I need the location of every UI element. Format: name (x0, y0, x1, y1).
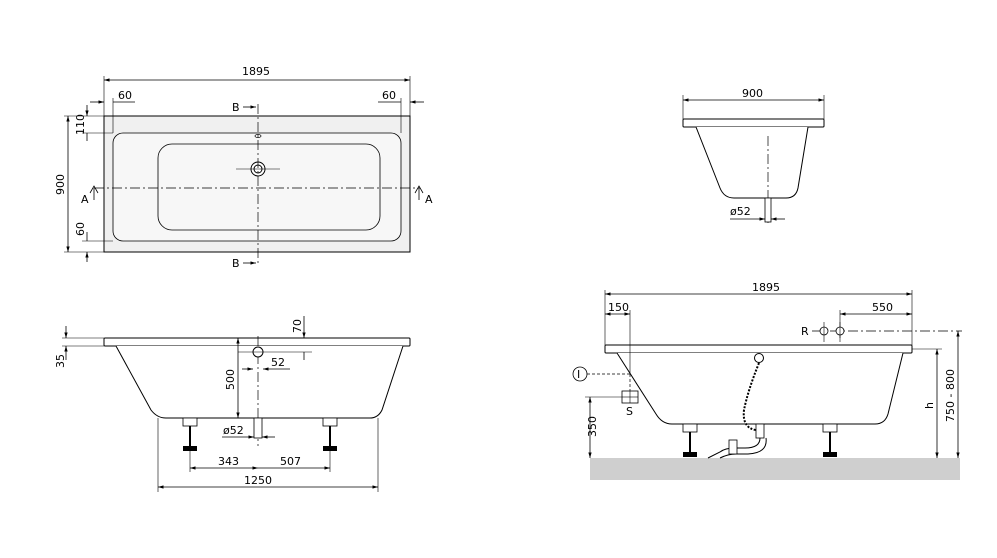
dim-width: 900 (54, 174, 67, 195)
install-dim-length: 1895 (752, 281, 780, 294)
floor (590, 458, 960, 480)
install-waste (755, 423, 765, 439)
end-waste (764, 197, 772, 223)
install-view: S I 350 1895 150 550 R h 7 (572, 281, 962, 480)
section-a-right: A (425, 193, 433, 206)
dim-rim-height: 35 (54, 354, 67, 368)
dim-foot-right: 507 (280, 455, 301, 468)
overflow-pipe (742, 362, 760, 431)
end-dim-width: 900 (742, 87, 763, 100)
install-basin (616, 352, 904, 425)
dim-overflow-size: 52 (271, 356, 285, 369)
end-waste-diameter: ø52 (730, 205, 751, 218)
side-rim (103, 337, 411, 347)
install-rim (604, 344, 913, 354)
foot-left (182, 417, 198, 451)
install-overflow (754, 353, 764, 363)
dim-overflow-offset: 70 (291, 319, 304, 333)
dim-rim-right: 60 (382, 89, 396, 102)
section-a-left: A (81, 193, 89, 206)
end-view: 900 ø52 (682, 87, 825, 226)
overflow-marker-label: I (577, 368, 580, 381)
tub-floor (157, 143, 381, 231)
arrow-a-right (414, 185, 424, 200)
tap-label: R (801, 325, 809, 338)
install-foot-right (822, 423, 838, 457)
foot-right (322, 417, 338, 451)
siphon-label: S (626, 405, 633, 418)
dim-offset-right: 550 (872, 301, 893, 314)
side-basin (115, 345, 404, 419)
dim-foot-span: 1250 (244, 474, 272, 487)
end-rim (682, 118, 825, 128)
side-view: 35 70 52 500 ø52 343 507 1250 (54, 316, 411, 492)
trap-pipe-lower (719, 437, 767, 459)
dim-height-range: 750 - 800 (944, 369, 957, 422)
dim-rim-left: 60 (118, 89, 132, 102)
dim-foot-left: 343 (218, 455, 239, 468)
install-foot-left (682, 423, 698, 457)
arrow-a-left (89, 185, 99, 200)
section-b-bottom: B (232, 257, 240, 270)
dim-height-h: h (923, 402, 936, 409)
dim-depth: 500 (224, 369, 237, 390)
dim-waste-diameter: ø52 (223, 424, 244, 437)
end-basin (695, 126, 809, 199)
top-view: A A B B 1895 60 60 900 110 (54, 65, 433, 270)
dim-rim-bottom: 60 (74, 222, 87, 236)
side-waste (253, 417, 263, 439)
dim-rim-top: 110 (74, 114, 87, 135)
section-b-top: B (232, 101, 240, 114)
dim-length: 1895 (242, 65, 270, 78)
dim-siphon-height: 350 (586, 416, 599, 437)
dim-offset-left: 150 (608, 301, 629, 314)
